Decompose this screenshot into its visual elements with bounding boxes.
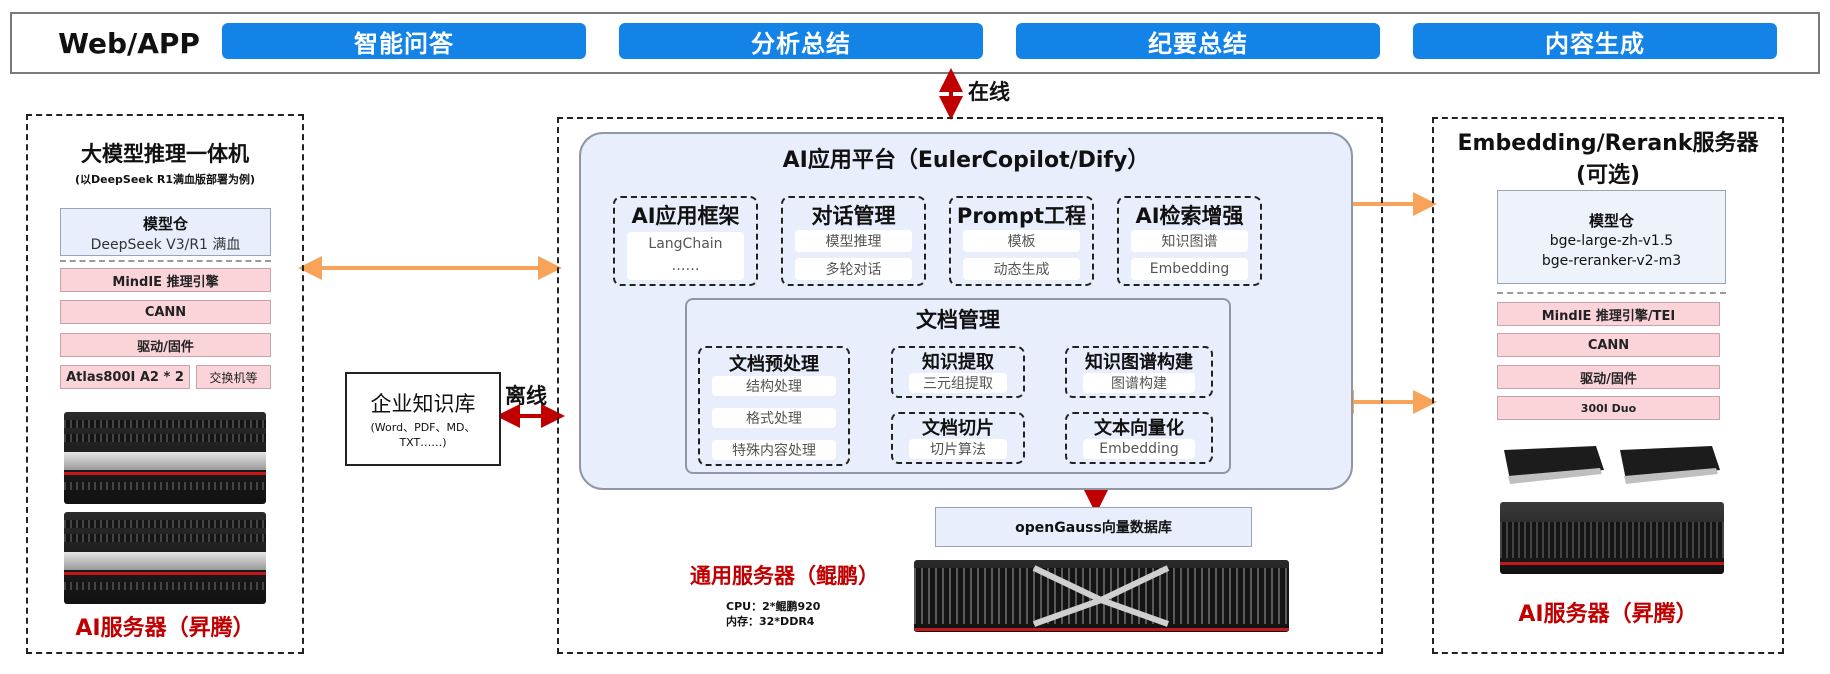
left-model-repo: 模型仓 DeepSeek V3/R1 满血 [60, 208, 271, 256]
module-title: AI应用框架 [631, 204, 740, 228]
right-server-title: Embedding/Rerank服务器 [1457, 131, 1759, 156]
model-repo-title: 模型仓 [142, 214, 188, 233]
right-model-repo: 模型仓 bge-large-zh-v1.5 bge-reranker-v2-m3 [1497, 190, 1726, 284]
step-title: 文本向量化 [1094, 418, 1184, 439]
enterprise-knowledge-base: 企业知识库 (Word、PDF、MD、TXT……) [345, 372, 501, 466]
model-repo-item: DeepSeek V3/R1 满血 [90, 237, 241, 253]
model-repo-item: bge-reranker-v2-m3 [1541, 253, 1682, 269]
kunpeng-rack-server [914, 560, 1289, 632]
tab-minutes-summary[interactable]: 纪要总结 [1016, 23, 1380, 59]
left-switch-bar: 交换机等 [196, 365, 271, 389]
framework-item: …… [671, 258, 700, 274]
framework-item: LangChain [648, 236, 723, 252]
center-server-title: 通用服务器（鲲鹏） [690, 564, 879, 588]
module-title: Prompt工程 [956, 204, 1087, 228]
module-dialog-management[interactable]: 对话管理 模型推理 多轮对话 [781, 196, 926, 286]
step-item: 结构处理 [712, 376, 836, 396]
module-title: 对话管理 [811, 204, 896, 228]
module-item: 知识图谱 [1131, 230, 1248, 252]
step-item: 格式处理 [712, 408, 836, 428]
left-engine-bar: MindIE 推理引擎 [60, 268, 271, 292]
doc-chunking[interactable]: 文档切片 切片算法 [891, 412, 1025, 464]
module-item: 动态生成 [963, 258, 1080, 280]
right-card-bar: 300I Duo [1497, 396, 1720, 420]
doc-knowledge-extract[interactable]: 知识提取 三元组提取 [891, 346, 1025, 398]
left-rack-server-1 [64, 412, 266, 504]
step-title: 文档预处理 [729, 354, 819, 375]
right-engine-bar: MindIE 推理引擎/TEI [1497, 302, 1720, 326]
step-item: 图谱构建 [1083, 373, 1195, 393]
doc-graph-build[interactable]: 知识图谱构建 图谱构建 [1065, 346, 1213, 398]
left-cann-bar: CANN [60, 300, 271, 324]
right-cann-bar: CANN [1497, 333, 1720, 357]
top-app-bar [10, 12, 1820, 74]
accelerator-cards [1504, 446, 1720, 484]
left-server-title: 大模型推理一体机 [81, 142, 249, 166]
left-atlas-bar: Atlas800I A2 * 2 [60, 365, 190, 389]
opengauss-vector-db: openGauss向量数据库 [935, 507, 1252, 547]
left-server-footer: AI服务器（昇腾） [75, 616, 255, 641]
left-rack-server-2 [64, 512, 266, 604]
tab-smart-qa[interactable]: 智能问答 [222, 23, 586, 59]
module-item: Embedding [1131, 258, 1248, 280]
module-ai-framework[interactable]: AI应用框架 LangChain …… [613, 196, 758, 286]
memory-spec: 内存：32*DDR4 [726, 615, 815, 628]
step-item: 切片算法 [909, 439, 1007, 459]
kb-formats: (Word、PDF、MD、TXT……) [370, 421, 476, 449]
tab-content-generation[interactable]: 内容生成 [1413, 23, 1777, 59]
doc-vectorize[interactable]: 文本向量化 Embedding [1065, 412, 1213, 464]
kb-title: 企业知识库 [370, 392, 476, 416]
module-item: 模型推理 [795, 230, 912, 252]
doc-mgmt-title: 文档管理 [916, 308, 1000, 332]
module-title: AI检索增强 [1135, 204, 1244, 228]
web-app-label: Web/APP [58, 26, 200, 60]
left-driver-bar: 驱动/固件 [60, 333, 271, 357]
step-item: 三元组提取 [909, 373, 1007, 393]
module-ai-retrieval-augmentation[interactable]: AI检索增强 知识图谱 Embedding [1117, 196, 1262, 286]
center-server-panel [557, 117, 1383, 654]
platform-title: AI应用平台（EulerCopilot/Dify） [782, 148, 1150, 173]
framework-list: LangChain …… [627, 232, 744, 280]
module-item: 模板 [963, 230, 1080, 252]
right-rack-server [1500, 502, 1724, 574]
online-label: 在线 [968, 80, 1010, 104]
step-item: 特殊内容处理 [712, 440, 836, 460]
left-server-subtitle: (以DeepSeek R1满血版部署为例) [74, 173, 256, 186]
right-server-footer: AI服务器（昇腾） [1518, 602, 1698, 627]
step-title: 知识图谱构建 [1085, 352, 1193, 373]
step-title: 知识提取 [922, 352, 994, 373]
server-x-emblem [1032, 565, 1170, 627]
model-repo-title: 模型仓 [1588, 211, 1634, 230]
model-repo-item: bge-large-zh-v1.5 [1549, 233, 1674, 249]
divider [60, 260, 271, 262]
cpu-spec: CPU：2*鲲鹏920 [726, 600, 821, 613]
divider [1497, 292, 1726, 294]
left-ai-server-panel [26, 114, 304, 654]
offline-label: 离线 [505, 384, 547, 408]
step-item: Embedding [1083, 439, 1195, 459]
step-title: 文档切片 [922, 418, 994, 439]
right-driver-bar: 驱动/固件 [1497, 365, 1720, 389]
right-server-optional: (可选) [1575, 163, 1641, 188]
right-ai-server-panel [1432, 117, 1784, 654]
tab-analysis-summary[interactable]: 分析总结 [619, 23, 983, 59]
module-item: 多轮对话 [795, 258, 912, 280]
doc-preprocess[interactable]: 文档预处理 结构处理 格式处理 特殊内容处理 [698, 346, 850, 466]
module-prompt-engineering[interactable]: Prompt工程 模板 动态生成 [949, 196, 1094, 286]
